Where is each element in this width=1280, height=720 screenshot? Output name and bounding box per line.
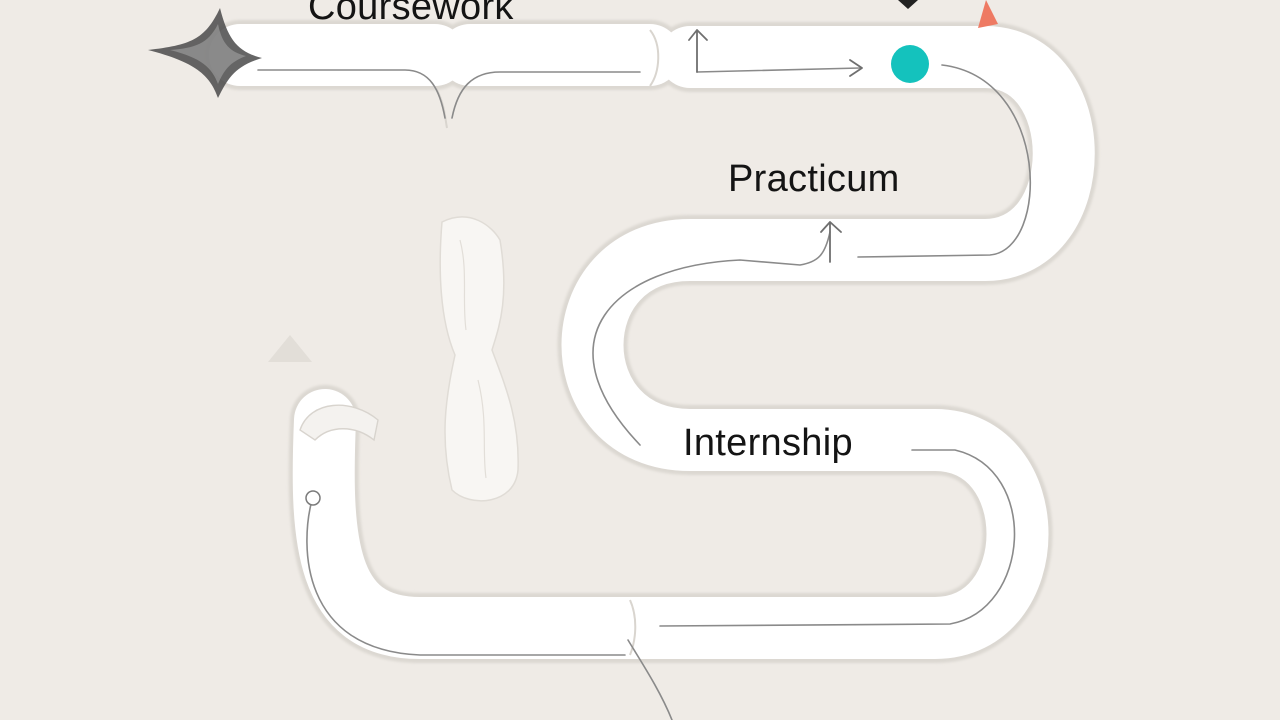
arrow-icon [688,29,863,263]
flag-icon [978,0,998,28]
guide-line-coursework-left [257,69,446,119]
guide-line-practicum [592,231,831,446]
guide-line-top [696,67,861,73]
stage-label-internship: Internship [683,422,853,464]
road-surface [209,24,1095,659]
road-end-cap [299,404,379,506]
road-edge [205,20,1099,663]
guide-line-bottom [306,499,626,656]
guide-lines [257,64,1032,720]
guide-line-exit [627,639,673,720]
triangle-icon [268,335,312,362]
stage-label-practicum: Practicum [728,158,900,200]
pin-icon [898,0,918,9]
decorative-column [439,216,519,502]
guide-line-right-curve [857,64,1032,258]
guide-line-coursework-right [451,71,641,119]
marker-dot-icon [891,45,929,83]
stage-label-coursework: Coursework [308,0,514,28]
guide-line-internship [659,449,1016,627]
